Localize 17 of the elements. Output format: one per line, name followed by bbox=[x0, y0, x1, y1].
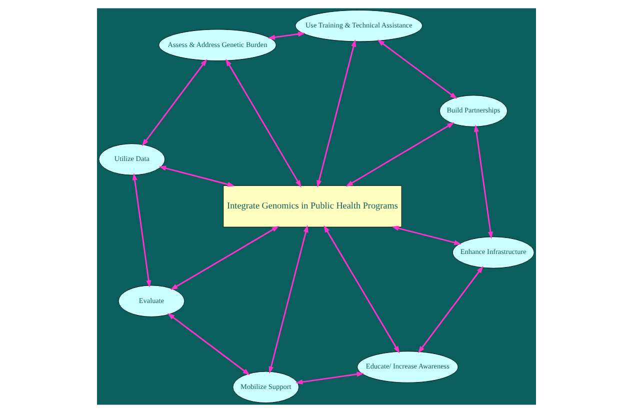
arrow bbox=[418, 266, 484, 354]
arrow bbox=[392, 226, 462, 245]
arrow bbox=[142, 58, 208, 146]
arrow bbox=[132, 173, 152, 288]
arrow bbox=[295, 372, 364, 384]
node-box: Integrate Genomics in Public Health Programs bbox=[223, 185, 402, 228]
arrow bbox=[474, 124, 493, 239]
arrow bbox=[167, 313, 250, 376]
arrow bbox=[170, 226, 280, 290]
arrow bbox=[346, 122, 454, 187]
arrow bbox=[377, 39, 458, 99]
arrow bbox=[158, 166, 235, 187]
arrow bbox=[268, 32, 306, 40]
arrow bbox=[226, 58, 302, 188]
arrow bbox=[268, 225, 308, 374]
arrow bbox=[316, 39, 356, 188]
arrow bbox=[324, 225, 400, 354]
